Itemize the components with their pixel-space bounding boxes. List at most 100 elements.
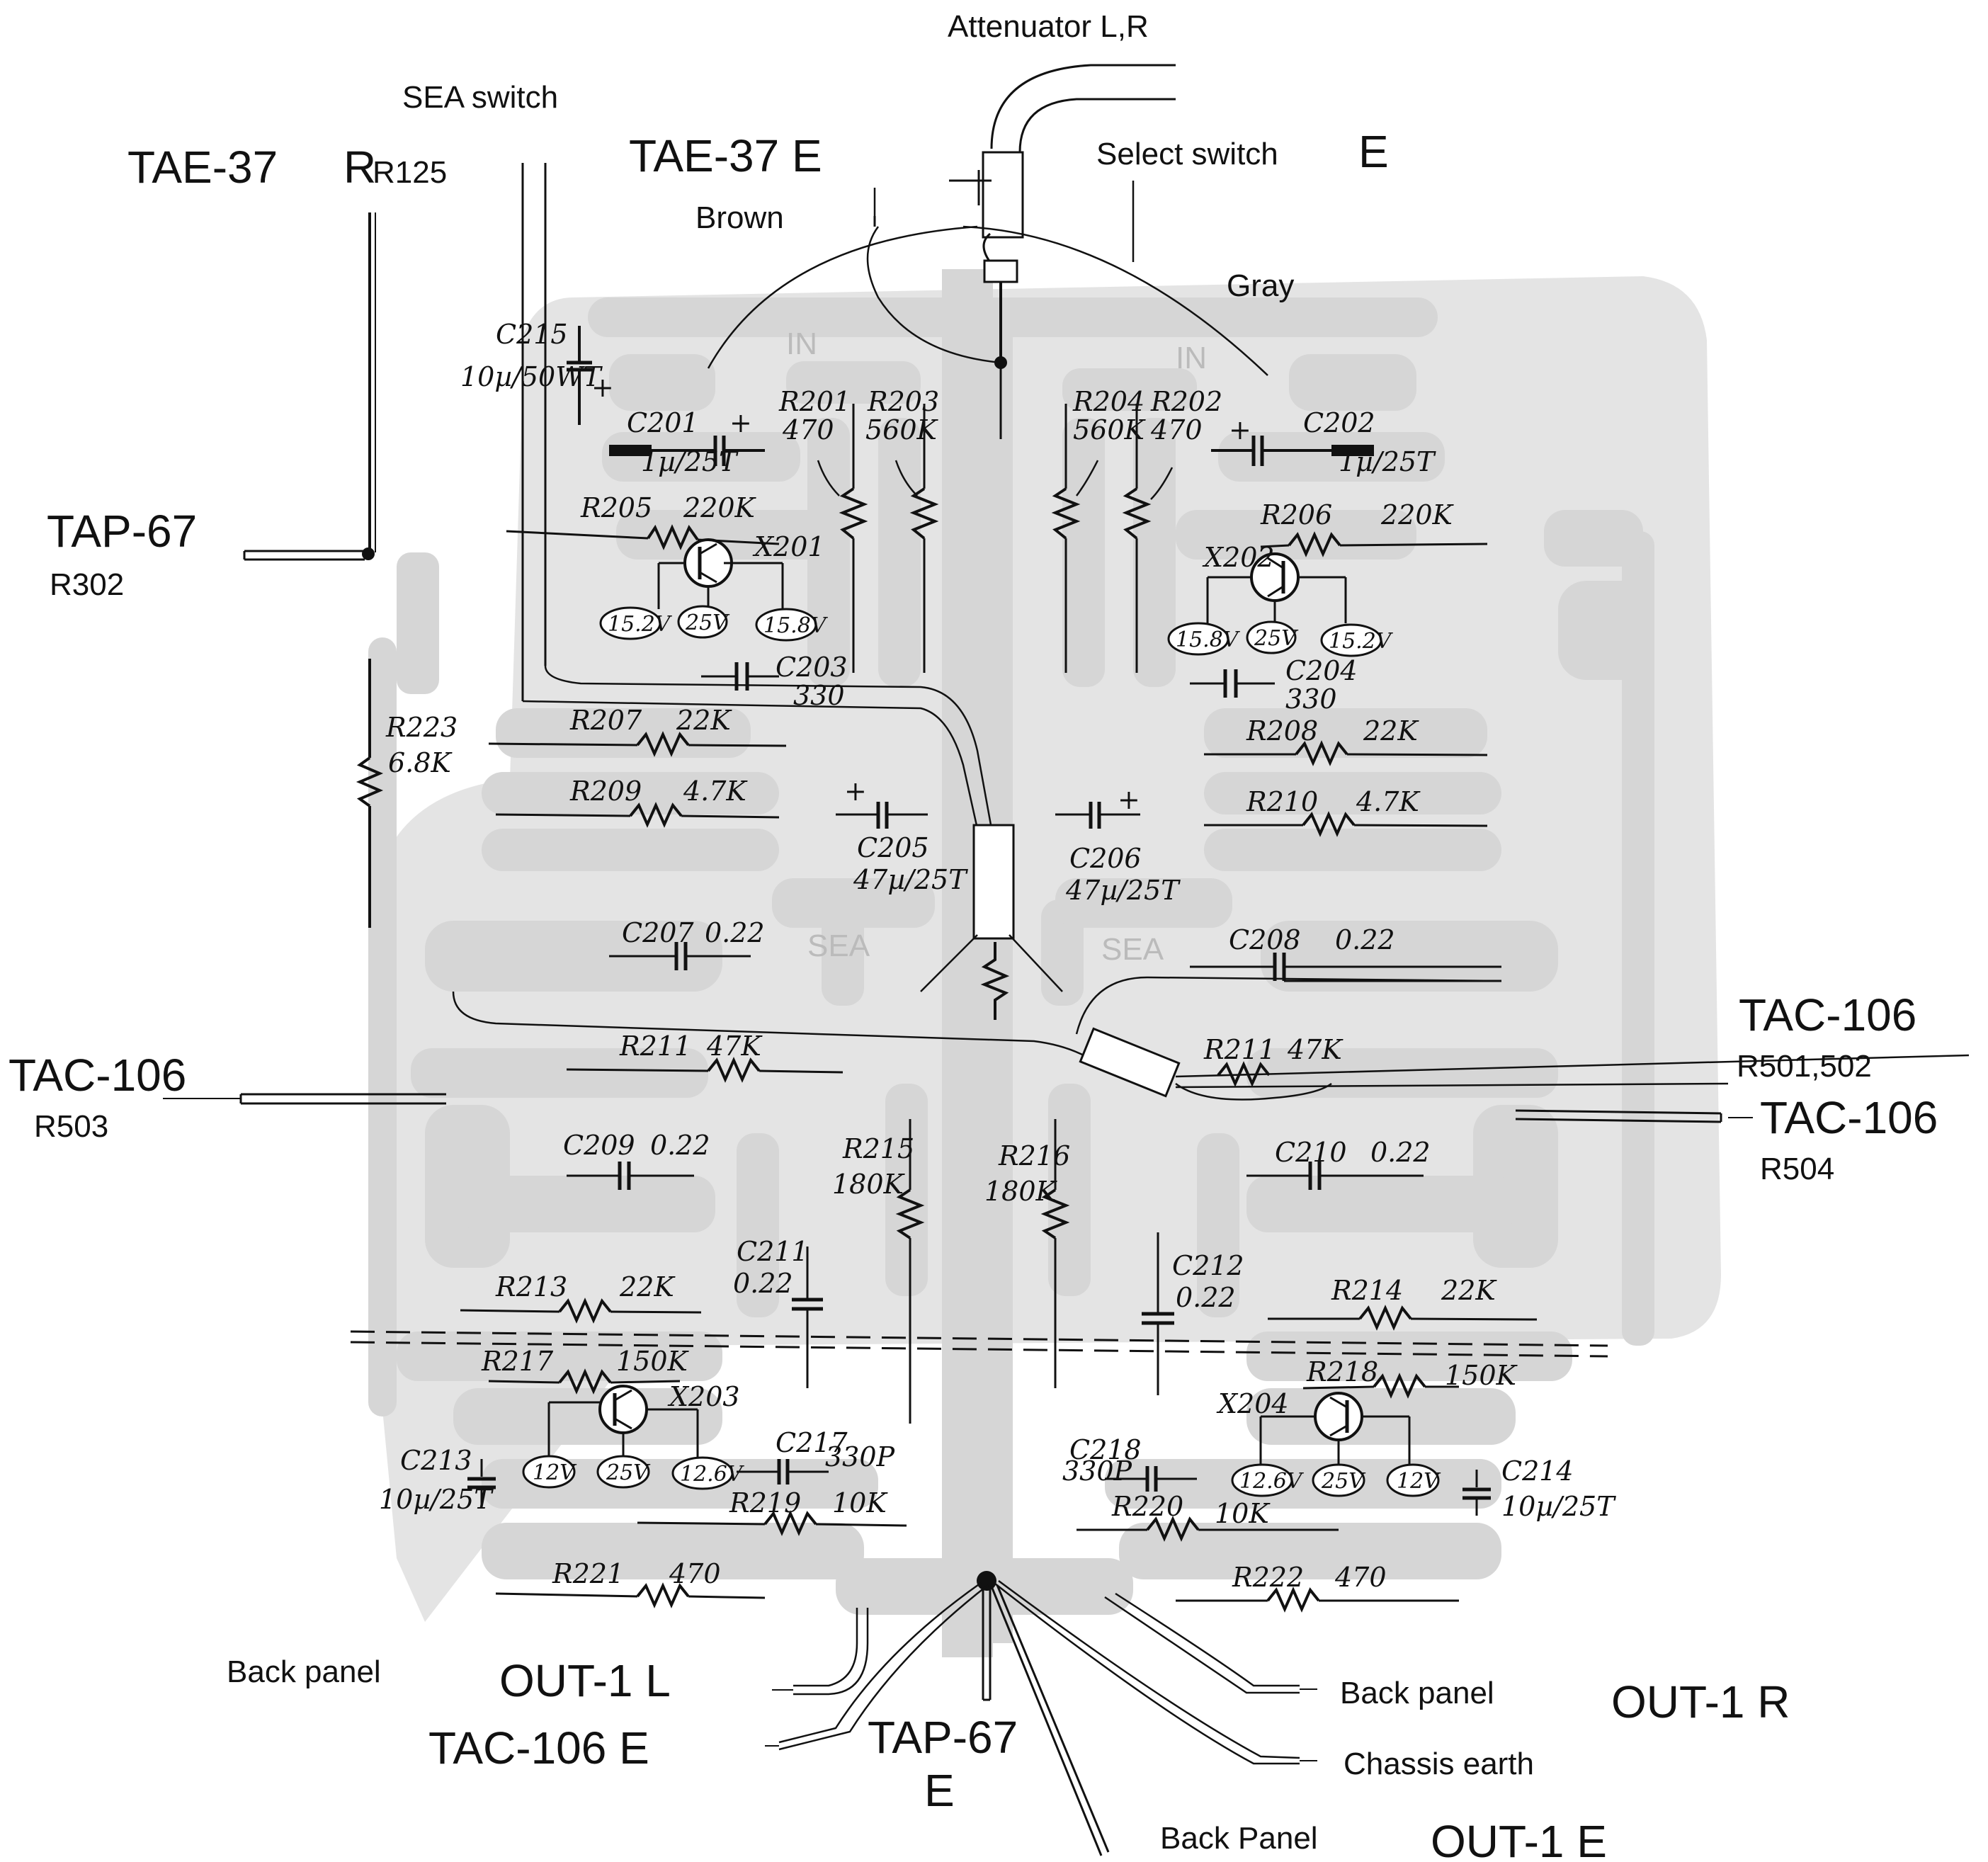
label-tac106-left: TAC-106 <box>8 1050 186 1101</box>
component-labels: C215 10µ/50WT C201 1µ/25T R201 470 R203 … <box>379 319 1616 1593</box>
label-r216-val: 180K <box>984 1176 1058 1207</box>
label-r217-val: 150K <box>616 1346 690 1377</box>
label-c204-val: 330 <box>1285 683 1337 715</box>
label-r202-val: 470 <box>1150 414 1203 445</box>
label-r206-val: 220K <box>1380 499 1455 530</box>
label-c205: C205 <box>857 832 929 863</box>
label-c201: C201 <box>627 407 699 438</box>
voltage-x201-c: 15.8V <box>763 613 829 638</box>
label-r211-left: R211 <box>619 1031 691 1062</box>
label-c206: C206 <box>1069 843 1142 874</box>
voltage-x204-c: 12V <box>1397 1469 1441 1494</box>
label-r202: R202 <box>1150 386 1222 417</box>
label-tac106-r504-sub: R504 <box>1760 1152 1834 1186</box>
label-tae37-r125-sub: R125 <box>373 155 447 190</box>
label-out1-l: OUT-1 L <box>499 1655 671 1706</box>
label-r219: R219 <box>729 1487 801 1518</box>
label-x203: X203 <box>667 1381 740 1412</box>
label-r209-val: 4.7K <box>683 776 748 807</box>
label-c217-val: 330P <box>825 1441 896 1472</box>
label-c214: C214 <box>1501 1455 1574 1487</box>
label-c215: C215 <box>496 319 568 350</box>
label-c213-val: 10µ/25T <box>379 1484 494 1515</box>
middle-components: + + <box>452 731 1970 1424</box>
label-c203-val: 330 <box>793 680 845 711</box>
voltage-x202-a: 15.8V <box>1176 628 1241 652</box>
label-r219-val: 10K <box>832 1487 888 1518</box>
label-tac106-r504: TAC-106 <box>1760 1092 1938 1143</box>
label-c209-val: 0.22 <box>650 1130 710 1161</box>
voltage-x201-a: 15.2V <box>608 612 673 637</box>
svg-text:+: + <box>729 407 752 438</box>
label-r206: R206 <box>1260 499 1332 530</box>
voltage-x203-c: 12.6V <box>680 1462 745 1487</box>
pcb-in-right: IN <box>1176 341 1207 375</box>
label-r204-val: 560K <box>1073 414 1147 445</box>
svg-text:+: + <box>591 372 614 403</box>
label-r217: R217 <box>481 1346 554 1377</box>
label-r221: R221 <box>552 1558 624 1589</box>
voltage-x204-a: 12.6V <box>1239 1469 1305 1494</box>
label-r216: R216 <box>998 1140 1070 1171</box>
label-tac106-e: TAC-106 E <box>428 1722 649 1773</box>
label-r211-left-val: 47K <box>706 1031 763 1062</box>
label-r222-val: 470 <box>1334 1562 1387 1593</box>
upper-components: + + + <box>506 326 1488 698</box>
label-r223: R223 <box>385 712 458 743</box>
label-r208-val: 22K <box>1363 715 1419 746</box>
label-x204: X204 <box>1216 1388 1289 1419</box>
label-x202: X202 <box>1202 542 1275 573</box>
leader-lines <box>163 1098 1753 1761</box>
svg-text:+: + <box>844 776 867 807</box>
voltage-x202-c: 15.2V <box>1329 629 1394 654</box>
label-c210: C210 <box>1275 1137 1347 1168</box>
label-c202: C202 <box>1303 407 1375 438</box>
label-c208-val: 0.22 <box>1335 924 1395 955</box>
label-r203: R203 <box>867 386 939 417</box>
label-r213: R213 <box>495 1271 567 1302</box>
label-brown: Brown <box>695 200 784 235</box>
label-attenuator: Attenuator L,R <box>948 9 1149 44</box>
label-tae37-r125: TAE-37 <box>127 142 278 193</box>
label-c218: C218 <box>1069 1434 1142 1465</box>
label-c204: C204 <box>1285 655 1358 686</box>
lower-components <box>467 1368 1491 1613</box>
label-c215-val: 10µ/50WT <box>460 361 603 392</box>
label-r203-val: 560K <box>865 414 939 445</box>
label-c207: C207 <box>622 917 694 948</box>
label-tae37-r125-r: R <box>343 142 376 193</box>
label-r218: R218 <box>1306 1356 1378 1387</box>
label-back-panel-l: Back panel <box>227 1654 381 1689</box>
label-r220: R220 <box>1111 1491 1183 1522</box>
top-wiring <box>243 64 1268 1020</box>
label-c212-val: 0.22 <box>1176 1282 1236 1313</box>
label-c201-val: 1µ/25T <box>641 446 739 477</box>
label-x201: X201 <box>752 531 825 562</box>
label-select-switch-e: E <box>1358 126 1389 177</box>
label-r204: R204 <box>1072 386 1144 417</box>
bottom-wiring <box>220 1093 1722 1856</box>
label-c202-val: 1µ/25T <box>1339 446 1436 477</box>
label-c203: C203 <box>776 652 848 683</box>
label-r205-val: 220K <box>683 492 757 523</box>
voltage-markers: 15.2V 25V 15.8V 15.8V 25V 15.2V 12V 25V … <box>522 605 1441 1497</box>
label-tac106-left-sub: R503 <box>34 1109 108 1144</box>
label-r210: R210 <box>1246 786 1318 817</box>
voltage-x203-a: 12V <box>533 1460 577 1485</box>
label-r201-val: 470 <box>782 414 834 445</box>
label-chassis-earth: Chassis earth <box>1344 1747 1534 1781</box>
pcb-in-left: IN <box>786 327 817 361</box>
label-r211-right-val: 47K <box>1287 1034 1344 1065</box>
label-tap67-r302-sub: R302 <box>50 567 124 602</box>
label-tap67-e-sub: E <box>924 1765 955 1816</box>
label-r215: R215 <box>842 1133 914 1164</box>
label-r211-right: R211 <box>1203 1034 1276 1065</box>
label-r205: R205 <box>580 492 652 523</box>
label-r201: R201 <box>778 386 851 417</box>
label-r213-val: 22K <box>619 1271 676 1302</box>
label-c207-val: 0.22 <box>705 917 765 948</box>
svg-text:+: + <box>1229 414 1251 445</box>
label-tae37-e: TAE-37 E <box>629 130 822 181</box>
voltage-x204-b: 25V <box>1321 1469 1366 1494</box>
svg-text:+: + <box>1118 784 1140 815</box>
